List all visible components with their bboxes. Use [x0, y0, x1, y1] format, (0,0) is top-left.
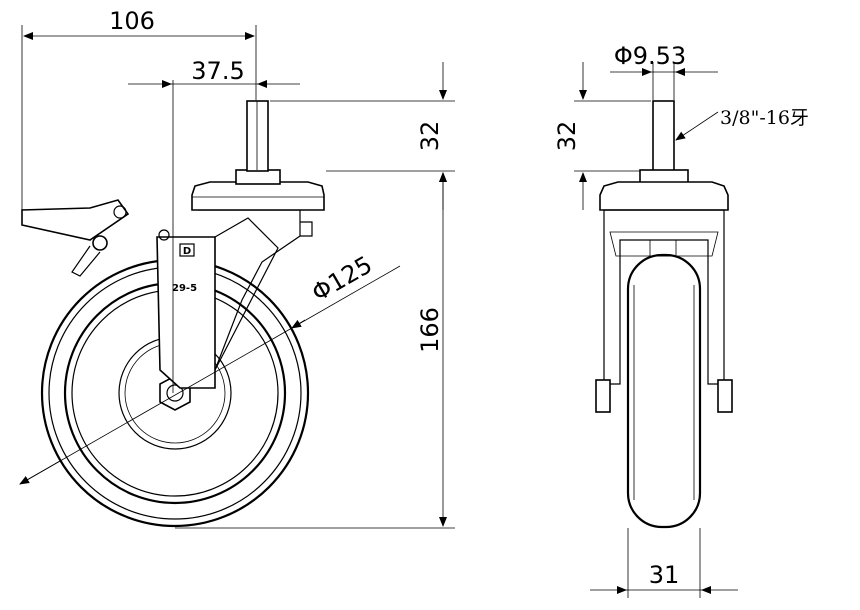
dim-wheel-width: 31 [590, 528, 738, 598]
front-view [595, 100, 733, 529]
svg-text:106: 106 [109, 7, 155, 35]
svg-text:37.5: 37.5 [191, 57, 244, 85]
side-brake-lever [21, 199, 170, 277]
svg-text:Φ125: Φ125 [307, 251, 377, 308]
dim-stem-offset: 37.5 [128, 57, 300, 88]
front-axle-right [717, 379, 733, 413]
svg-text:31: 31 [649, 561, 680, 589]
brand-logo: D [179, 243, 195, 257]
side-view: D 29-5 [21, 80, 325, 528]
svg-text:D: D [183, 246, 191, 257]
side-top-plate [191, 181, 325, 237]
dim-overall-offset: 106 [21, 7, 257, 210]
svg-text:Φ9.53: Φ9.53 [614, 42, 686, 70]
side-fork [156, 209, 301, 389]
svg-text:32: 32 [553, 121, 581, 152]
side-stem [235, 100, 281, 185]
dim-stem-length-front: 32 [553, 62, 651, 210]
front-fork [603, 209, 725, 385]
front-top-plate [599, 181, 729, 211]
model-code: 29-5 [172, 283, 197, 294]
svg-text:3/8"-16牙: 3/8"-16牙 [720, 107, 809, 129]
dim-total-height: 166 [175, 172, 455, 529]
front-wheel [626, 253, 702, 529]
svg-text:32: 32 [416, 121, 444, 152]
front-axle-left [595, 379, 611, 413]
thread-callout: 3/8"-16牙 [675, 107, 809, 141]
dim-stem-diameter: Φ9.53 [610, 42, 718, 100]
dim-stem-length-side: 32 [270, 62, 455, 210]
svg-text:166: 166 [416, 307, 444, 353]
front-stem [652, 100, 675, 172]
